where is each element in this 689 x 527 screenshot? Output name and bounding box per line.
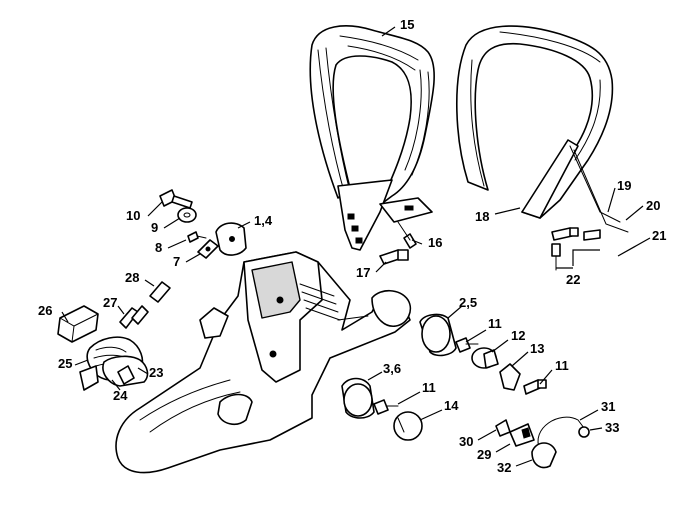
part-11-screw-c — [373, 399, 399, 415]
callout-13: 13 — [530, 341, 544, 356]
part-27-pins — [119, 305, 149, 329]
callout-18: 18 — [475, 209, 489, 224]
callout-23: 23 — [149, 365, 163, 380]
handlebar-15 — [309, 25, 435, 251]
callout-31: 31 — [601, 399, 615, 414]
callout-28: 28 — [125, 270, 139, 285]
callout-29: 29 — [477, 447, 491, 462]
callout-16: 16 — [428, 235, 442, 250]
part-14-cap — [393, 411, 423, 441]
part-31-33-cap — [531, 416, 590, 469]
callout-25: 25 — [58, 356, 72, 371]
callout-2-5: 2,5 — [459, 295, 477, 310]
part-11-screw-b — [523, 379, 547, 395]
callout-11-c: 11 — [422, 380, 436, 395]
callout-32: 32 — [497, 460, 511, 475]
callout-26: 26 — [38, 303, 52, 318]
callout-labels: 15 10 9 1,4 8 7 16 17 18 19 20 21 22 28 … — [38, 17, 666, 475]
part-11-screw-a — [455, 337, 479, 353]
callout-14: 14 — [444, 398, 459, 413]
callout-15: 15 — [400, 17, 414, 32]
part-23-25-springs — [79, 336, 149, 391]
part-7-plate — [197, 239, 219, 259]
callout-11-b: 11 — [555, 358, 569, 373]
callout-7: 7 — [173, 254, 180, 269]
callout-11-a: 11 — [488, 316, 502, 331]
callout-21: 21 — [652, 228, 666, 243]
part-16-screw — [397, 221, 417, 249]
callout-20: 20 — [646, 198, 660, 213]
part-2-5-buffer — [419, 313, 457, 357]
callout-33: 33 — [605, 420, 619, 435]
callout-3-6: 3,6 — [383, 361, 401, 376]
callout-27: 27 — [103, 295, 117, 310]
callout-1-4: 1,4 — [254, 213, 273, 228]
part-10-screw — [159, 189, 193, 209]
callout-19: 19 — [617, 178, 631, 193]
fan-housing — [115, 251, 412, 474]
callout-17: 17 — [356, 265, 370, 280]
part-22-screws — [551, 227, 601, 271]
callout-30: 30 — [459, 434, 473, 449]
callout-12: 12 — [511, 328, 525, 343]
callout-24: 24 — [113, 388, 128, 403]
handlebar-18 — [456, 25, 629, 233]
part-9-washer — [177, 207, 197, 223]
part-28-pin — [149, 281, 171, 303]
part-26-block — [57, 305, 99, 343]
part-17-screw — [379, 249, 409, 265]
part-3-6-bush — [341, 377, 375, 419]
part-8-screw — [187, 231, 207, 243]
callout-8: 8 — [155, 240, 162, 255]
leader-lines — [61, 26, 651, 467]
part-12-lever — [471, 347, 499, 369]
callout-22: 22 — [566, 272, 580, 287]
part-1-4-cap — [215, 222, 247, 256]
part-13-clip — [499, 363, 521, 391]
callout-9: 9 — [151, 220, 158, 235]
callout-10: 10 — [126, 208, 140, 223]
part-29-30-valve — [495, 419, 535, 447]
